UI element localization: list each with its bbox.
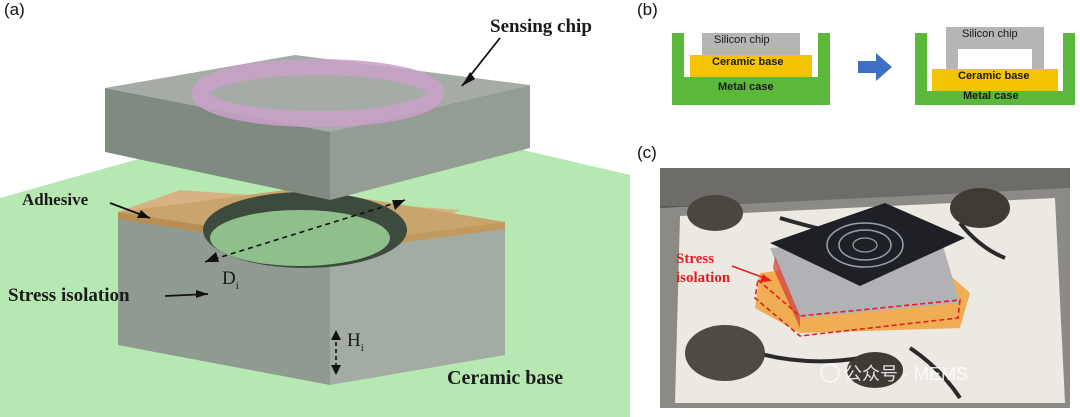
- ceramic-base-before-label: Ceramic base: [712, 56, 784, 68]
- stress-isolation-outline: [754, 278, 961, 337]
- sensing-chip-side: [330, 85, 530, 200]
- after-configuration: [915, 27, 1075, 105]
- adhesive-label: Adhesive: [22, 190, 89, 209]
- diameter-dimension: [204, 199, 406, 263]
- silicon-chip-before-label: Silicon chip: [714, 34, 770, 46]
- ceramic-base-after-label: Ceramic base: [958, 70, 1030, 82]
- sensing-ring: [192, 59, 444, 127]
- ceramic-base-before: [690, 55, 812, 77]
- wechat-icon: [820, 363, 840, 383]
- panel-a-label: (a): [4, 0, 25, 19]
- ceramic-base-after: [932, 69, 1058, 91]
- pad-bottom-mid: [847, 352, 903, 388]
- pad-top-right: [950, 188, 1010, 228]
- chip-ring-outer: [826, 222, 904, 268]
- panel-b-diagram: [672, 27, 1075, 105]
- metal-case-before: [672, 33, 830, 105]
- sensing-chip-label: Sensing chip: [490, 16, 592, 37]
- hole-inside: [210, 210, 390, 266]
- stress-isolation-side: [330, 222, 505, 385]
- panel-a-illustration: [0, 37, 630, 417]
- chip-ring-inner: [838, 229, 892, 261]
- metal-case-after-label: Metal case: [963, 90, 1019, 102]
- panel-c-photo: [660, 168, 1070, 408]
- panel-b-label: (b): [637, 0, 658, 19]
- sensing-chip-front: [105, 88, 330, 200]
- stress-isolation-label: Stress isolation: [8, 285, 130, 306]
- metal-case-before-label: Metal case: [718, 81, 774, 93]
- diameter-label: Di: [222, 268, 239, 292]
- ceramic-base-label: Ceramic base: [447, 367, 564, 389]
- pad-top-left: [687, 195, 743, 231]
- silicon-chip-before: [702, 33, 800, 55]
- transition-arrow-icon: [858, 53, 892, 81]
- panel-c-label: (c): [637, 143, 657, 162]
- metal-case-after: [915, 33, 1075, 105]
- pad-bottom-left: [685, 325, 765, 381]
- before-configuration: [672, 33, 830, 105]
- silicon-chip-after: [946, 27, 1044, 69]
- watermark-text: 公众号 · MEMS: [844, 364, 968, 384]
- silicon-chip-after-label: Silicon chip: [962, 28, 1018, 40]
- height-label: Hi: [347, 330, 364, 354]
- chip-top: [770, 203, 965, 286]
